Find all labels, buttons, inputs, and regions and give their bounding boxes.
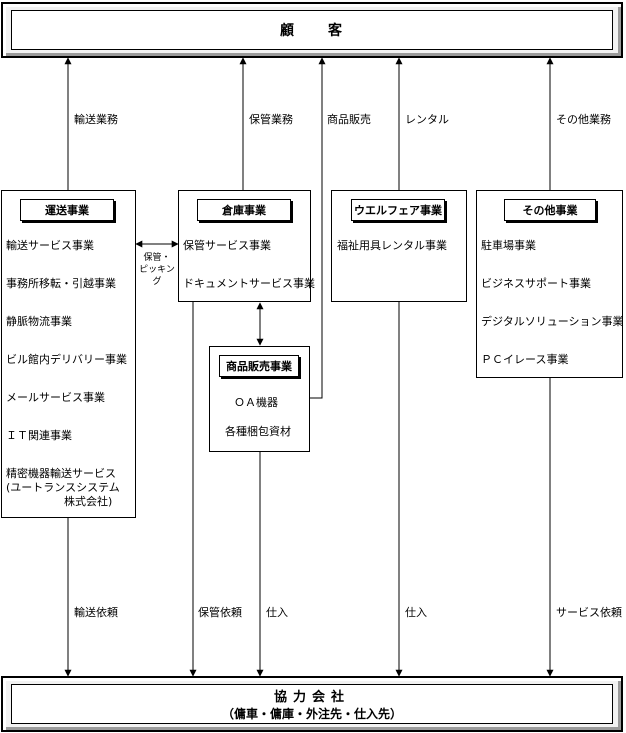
arrow-goods-up [310,57,326,399]
storage-picking-line1: 保管・ [143,253,171,263]
warehouse-header: 倉庫事業 [197,199,291,221]
warehouse-item: 保管サービス事業 [183,239,271,252]
other-item: 駐車場事業 [481,239,536,252]
transport-item: 静脈物流事業 [6,315,72,328]
other-item: デジタルソリューション事業 [481,315,624,328]
partner-subtitle: （傭車・傭庫・外注先・仕入先） [221,707,402,721]
transport-header: 運送事業 [20,199,114,221]
transport-sub: 株式会社) [64,495,113,508]
partner-bar: 協力会社 （傭車・傭庫・外注先・仕入先） [1,676,623,732]
other-item: ビジネスサポート事業 [481,277,591,290]
label-service-request: サービス依頼 [556,604,622,620]
transport-item: ビル館内デリバリー事業 [6,353,127,366]
other-item: ＰＣイレース事業 [481,353,569,366]
goods-item: 各種梱包資材 [225,425,291,438]
warehouse-item: ドキュメントサービス事業 [183,277,315,290]
transport-item: 事務所移転・引越事業 [6,277,116,290]
transport-sub: (ユートランスシステム [6,481,120,494]
storage-picking-line2: ピッキング [139,265,175,287]
transport-item: 輸送サービス事業 [6,239,94,252]
label-storage-request: 保管依頼 [198,604,242,620]
transport-box [1,190,136,518]
label-goods-sales: 商品販売 [327,111,371,127]
label-goods-purchase: 仕入 [266,604,288,620]
label-storage-work: 保管業務 [249,111,293,127]
welfare-item: 福祉用具レンタル事業 [337,239,447,252]
label-welfare-purchase: 仕入 [405,604,427,620]
welfare-header: ウエルフェア事業 [351,199,445,221]
label-rental: レンタル [405,111,449,127]
customer-title: 顧 客 [280,23,344,39]
label-transport-request: 輸送依頼 [74,604,118,620]
label-other-work: その他業務 [556,111,611,127]
other-header: その他事業 [504,199,596,221]
label-transport-work: 輸送業務 [74,111,118,127]
goods-item: ＯＡ機器 [234,396,278,409]
customer-bar: 顧 客 [1,2,623,58]
storage-picking-label: 保管・ ピッキング [137,252,177,288]
partner-title: 協力会社 [273,690,350,705]
other-box [476,190,623,378]
goods-header: 商品販売事業 [219,355,299,377]
transport-item: メールサービス事業 [6,391,105,404]
transport-item: 精密機器輸送サービス [6,467,116,480]
transport-item: ＩＴ関連事業 [6,429,72,442]
